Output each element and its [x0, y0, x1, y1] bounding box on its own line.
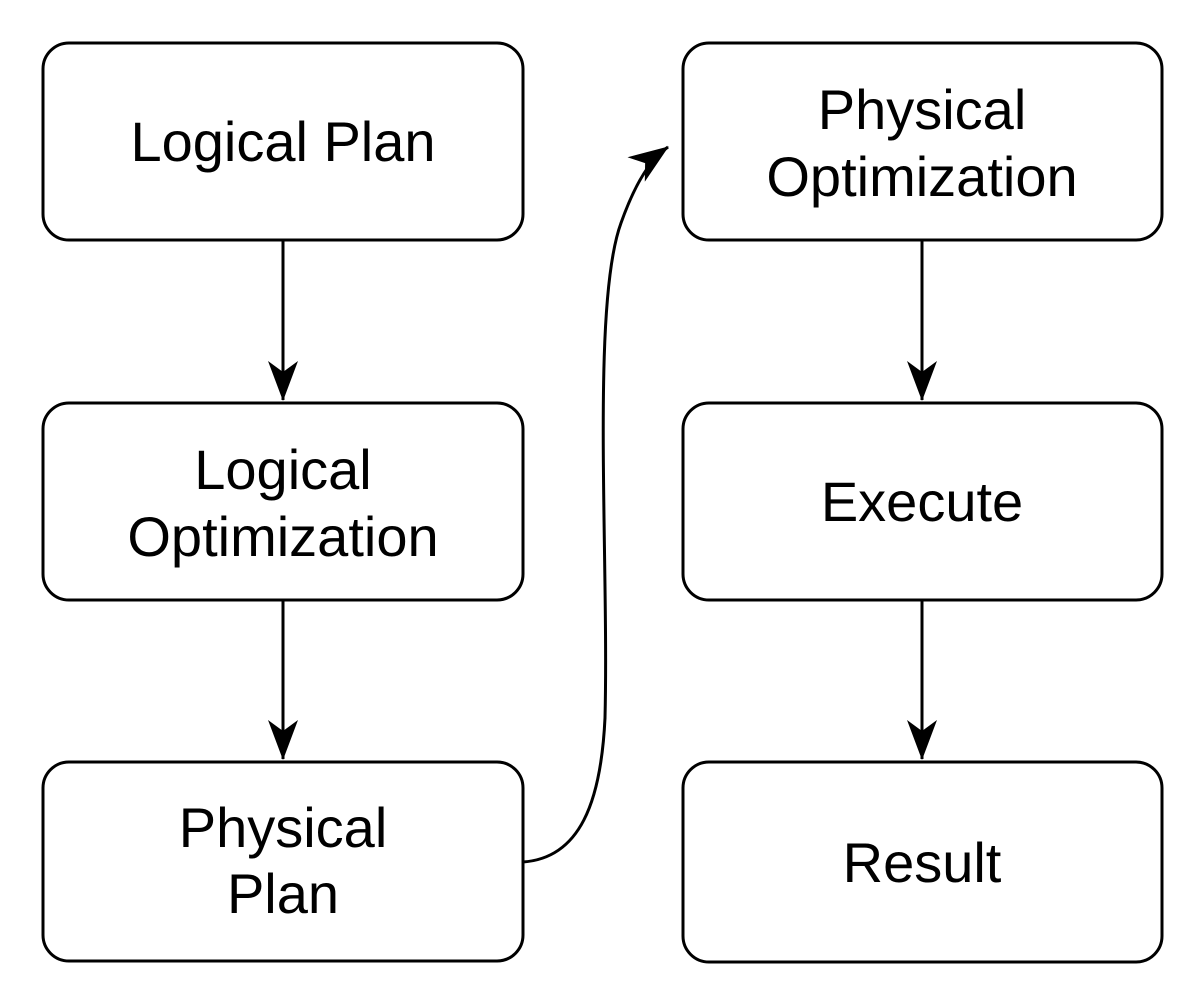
node-physical-optimization-label-line1: Physical: [818, 78, 1027, 141]
node-execute: Execute: [681, 401, 1164, 602]
node-logical-plan: Logical Plan: [41, 41, 525, 242]
node-execute-label: Execute: [821, 470, 1023, 533]
node-physical-plan-label-line2: Plan: [227, 862, 339, 925]
node-result-box: [681, 760, 1164, 964]
node-result-label: Result: [843, 831, 1002, 894]
node-physical-plan: Physical Plan: [41, 760, 525, 963]
node-physical-plan-label-line1: Physical: [179, 796, 388, 859]
node-execute-box: [681, 401, 1164, 602]
node-logical-plan-label: Logical Plan: [130, 110, 435, 173]
node-logical-optimization-box: [41, 401, 525, 602]
node-logical-optimization-label-line2: Optimization: [127, 505, 438, 568]
node-logical-optimization: Logical Optimization: [41, 401, 525, 602]
node-result: Result: [681, 760, 1164, 964]
node-logical-optimization-label-line1: Logical: [194, 438, 371, 501]
node-logical-plan-box: [41, 41, 525, 242]
node-physical-plan-box: [41, 760, 525, 963]
edge-physical-plan-to-physical-optimization: [522, 145, 669, 864]
node-physical-optimization: Physical Optimization: [681, 41, 1164, 242]
node-physical-optimization-box: [681, 41, 1164, 242]
node-physical-optimization-label-line2: Optimization: [766, 145, 1077, 208]
